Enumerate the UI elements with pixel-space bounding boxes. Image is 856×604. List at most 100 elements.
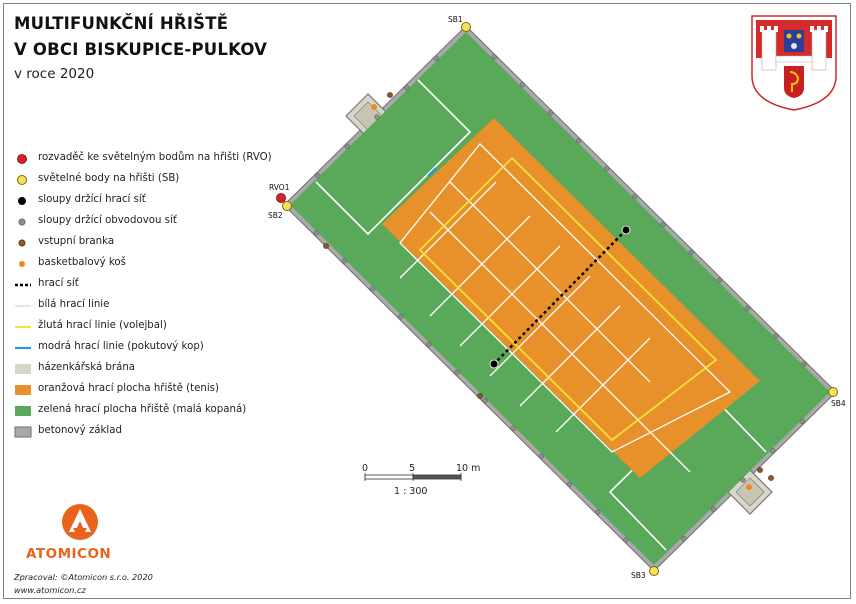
playing-net [493, 229, 627, 365]
legend-item: betonový základ [14, 423, 304, 441]
credit-author: Zpracoval: ©Atomicon s.r.o. 2020 [14, 572, 153, 582]
legend-item: házenkářská brána [14, 360, 304, 378]
legend-item: zelená hrací plocha hřiště (malá kopaná) [14, 402, 304, 420]
dashed-line-icon [15, 283, 31, 287]
fence-post-icon [744, 305, 751, 311]
grey-dot-icon [18, 218, 26, 226]
scale-tick-0: 0 [362, 463, 368, 474]
legend-item: světelné body na hřišti (SB) [14, 171, 304, 189]
fence-post-icon [547, 110, 554, 116]
white-line-icon [15, 304, 31, 308]
net-post-icon [621, 225, 631, 235]
legend-item: basketbalový koš [14, 255, 304, 273]
scale-bar: 0 5 10 m 1 : 300 [362, 463, 480, 497]
penalty-area-top [315, 79, 472, 236]
fence-post-icon [538, 453, 545, 459]
tennis-lines [399, 143, 732, 473]
gate-icon [323, 243, 329, 249]
fence-post-icon [313, 230, 319, 236]
fence-post-icon [491, 54, 497, 60]
atomicon-logo-text: ATOMICON [26, 546, 112, 562]
fence-post-icon [315, 173, 321, 179]
light-point-sb3-icon [649, 566, 659, 576]
legend-item: vstupní branka [14, 234, 304, 252]
red-dot-icon [17, 154, 27, 164]
legend-item: sloupy držící hrací síť [14, 192, 304, 210]
legend-item: sloupy držící obvodovou síť [14, 213, 304, 231]
grey-box-icon [14, 426, 32, 438]
fence-post-icon [510, 425, 516, 432]
fence-post-icon [716, 277, 723, 283]
fence-post-icon [404, 85, 410, 91]
legend-label: světelné body na hřišti (SB) [38, 173, 180, 184]
map-title-line1: MULTIFUNKČNÍ HŘIŠTĚ [14, 14, 229, 33]
volleyball-lines [418, 156, 718, 442]
light-point-sb1-icon [461, 22, 471, 32]
map-subtitle: v roce 2020 [14, 66, 95, 82]
fence-post-icon [773, 333, 779, 339]
yellow-line-icon [15, 325, 31, 329]
fence-post-icon [799, 418, 805, 424]
fence-post-icon [770, 448, 776, 454]
light-point-sb4-icon [828, 387, 838, 397]
basketball-hoop-icon [746, 484, 752, 490]
orange-dot-icon [19, 261, 25, 267]
fence-post-icon [369, 286, 376, 292]
legend-label: sloupy držící hrací síť [38, 194, 146, 205]
gate-icon [477, 393, 483, 399]
fence-post-icon [688, 249, 694, 256]
legend-item: hrací síť [14, 276, 304, 294]
legend-label: oranžová hrací plocha hřiště (tenis) [38, 383, 219, 394]
fence-post-icon [801, 361, 807, 367]
legend-item: oranžová hrací plocha hřiště (tenis) [14, 381, 304, 399]
gate-icon [768, 475, 774, 481]
green-box-icon [15, 406, 31, 416]
fence-post-icon [341, 258, 347, 264]
fence-post-icon [710, 506, 716, 512]
legend-label: basketbalový koš [38, 257, 126, 268]
light-point-sb2-icon [282, 201, 292, 211]
sb4-label: SB4 [831, 399, 846, 408]
legend-label: žlutá hrací linie (volejbal) [38, 320, 167, 331]
beige-box-icon [15, 364, 31, 374]
legend-label: sloupy držící obvodovou síť [38, 215, 177, 226]
black-dot-icon [18, 197, 26, 205]
legend-item: rozvaděč ke světelným bodům na hřišti (R… [14, 150, 304, 168]
fence-post-icon [454, 369, 460, 376]
atomicon-logo-icon [62, 504, 98, 540]
legend-label: házenkářská brána [38, 362, 136, 373]
legend-label: hrací síť [38, 278, 79, 289]
legend-label: vstupní branka [38, 236, 115, 247]
sb1-label: SB1 [448, 15, 463, 24]
fence-post-icon [397, 314, 404, 320]
fence-post-icon [595, 509, 601, 515]
fence-post-icon [575, 138, 582, 144]
scale-tick-10: 10 m [456, 463, 480, 474]
basketball-hoop-icon [371, 104, 377, 110]
penalty-mark-top [427, 167, 437, 177]
rvo1-label: RVO1 [269, 183, 290, 192]
brown-dot-icon [18, 239, 26, 247]
coat-of-arms-icon [751, 15, 837, 111]
gate-icon [387, 92, 393, 98]
blue-line-icon [15, 346, 31, 350]
fence-post-icon [519, 82, 525, 88]
gate-icon [757, 467, 763, 473]
fence-post-icon [344, 143, 350, 149]
entry-gates [323, 92, 774, 481]
fence-post-icon [681, 536, 687, 542]
legend-item: žlutá hrací linie (volejbal) [14, 318, 304, 336]
sb2-label: SB2 [268, 211, 283, 220]
legend-label: modrá hrací linie (pokutový kop) [38, 341, 204, 352]
legend-label: zelená hrací plocha hřiště (malá kopaná) [38, 404, 247, 415]
fence-post-icon [740, 477, 746, 483]
legend-item: bílá hrací linie [14, 297, 304, 315]
credit-website: www.atomicon.cz [14, 585, 86, 595]
fence-post-icon [632, 193, 638, 200]
fence-post-icon [433, 55, 439, 61]
legend-label: betonový základ [38, 425, 122, 436]
legend-label: rozvaděč ke světelným bodům na hřišti (R… [38, 152, 272, 163]
legend-item: modrá hrací linie (pokutový kop) [14, 339, 304, 357]
fence-posts [313, 54, 807, 543]
